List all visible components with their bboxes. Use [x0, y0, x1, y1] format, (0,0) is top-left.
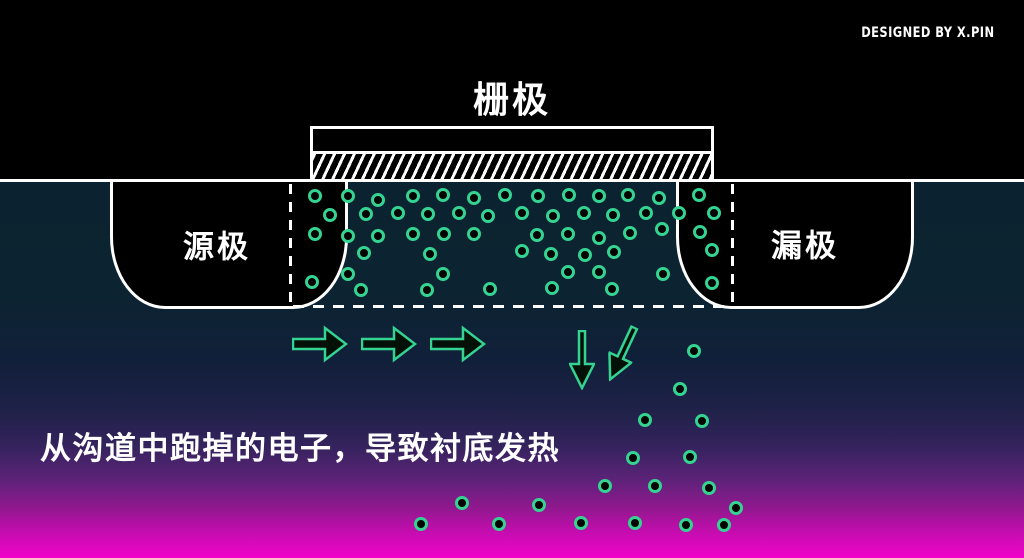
- gate-oxide-hatch: [310, 151, 714, 182]
- gate-contact: [310, 126, 714, 154]
- drain-label: 漏极: [771, 228, 839, 265]
- caption: 从沟道中跑掉的电子，导致衬底发热: [40, 431, 560, 467]
- gate-label: 栅极: [472, 80, 552, 121]
- source-label: 源极: [183, 229, 251, 266]
- credit: DESIGNED BY X.PIN: [860, 25, 994, 41]
